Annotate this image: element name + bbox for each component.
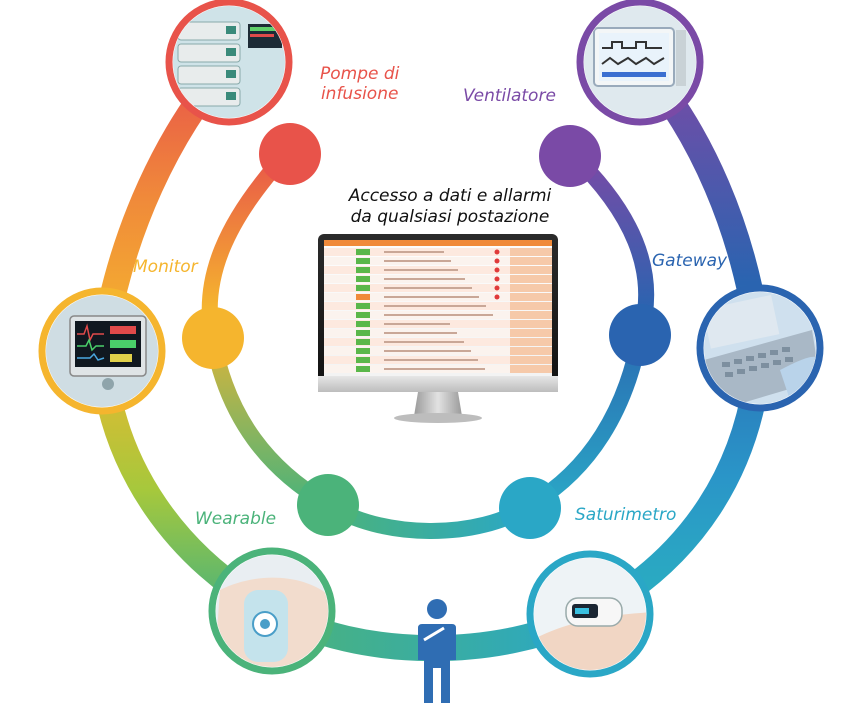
label-wearable: Wearable xyxy=(195,509,277,529)
headline: Accesso a dati e allarmi da qualsiasi po… xyxy=(330,186,570,229)
node-saturimetro xyxy=(499,477,561,539)
label-ventilatore: Ventilatore xyxy=(463,86,556,106)
headline-line2: da qualsiasi postazione xyxy=(350,207,550,228)
node-pompe xyxy=(259,123,321,185)
dashboard-row xyxy=(324,275,552,283)
dashboard-row xyxy=(324,329,552,337)
dashboard-row xyxy=(324,338,552,346)
patient-monitor-photo xyxy=(38,287,166,415)
node-ventilatore xyxy=(539,125,601,187)
pulse-oximeter-photo xyxy=(526,550,654,678)
dashboard-row xyxy=(324,266,552,274)
dashboard-row xyxy=(324,356,552,364)
node-gateway xyxy=(609,304,671,366)
dashboard-row xyxy=(324,302,552,310)
gateway-laptop-photo xyxy=(696,284,824,412)
dashboard-row xyxy=(324,347,552,355)
dashboard-row xyxy=(324,311,552,319)
label-pompe: Pompe di infusione xyxy=(320,64,400,105)
label-monitor: Monitor xyxy=(133,257,198,277)
dashboard-row xyxy=(324,284,552,292)
label-gateway: Gateway xyxy=(652,251,728,271)
wearable-sensor-photo xyxy=(208,547,336,675)
person-icon xyxy=(418,599,456,703)
dashboard-row xyxy=(324,320,552,328)
headline-line1: Accesso a dati e allarmi xyxy=(348,186,552,206)
alarm-dashboard xyxy=(324,240,552,373)
dashboard-row xyxy=(324,257,552,265)
dashboard-row xyxy=(324,248,552,256)
ventilator-photo xyxy=(576,0,704,126)
infusion-pumps-photo xyxy=(165,0,293,126)
dashboard-row xyxy=(324,365,552,373)
node-wearable xyxy=(297,474,359,536)
node-monitor xyxy=(182,307,244,369)
dashboard-row xyxy=(324,293,552,301)
label-saturimetro: Saturimetro xyxy=(575,505,677,525)
